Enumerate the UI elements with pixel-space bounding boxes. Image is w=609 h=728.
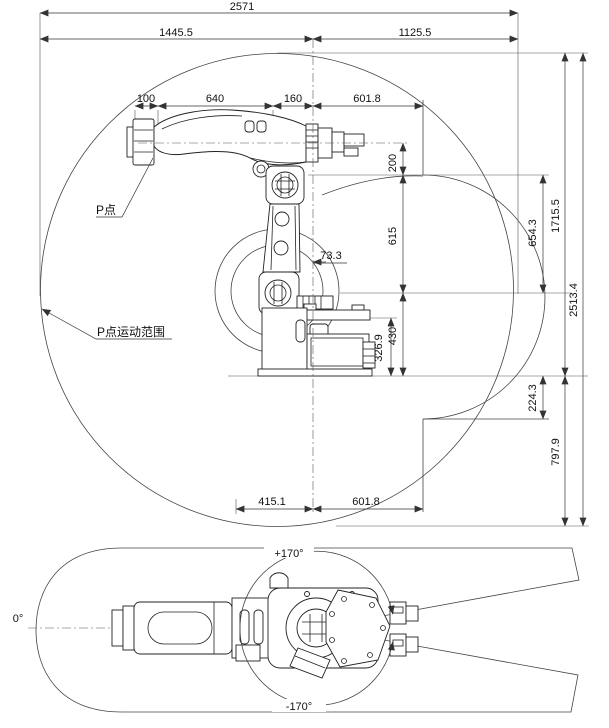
dim-326: 326.9	[373, 334, 385, 362]
wrist-range-arc	[422, 174, 546, 420]
dim-left-reach: 1445.5	[159, 27, 193, 39]
p-point-label: P点	[96, 203, 116, 217]
zero-degree-label: 0°	[13, 613, 24, 625]
dim-430: 430	[387, 327, 399, 345]
dim-415: 415.1	[258, 496, 286, 508]
dim-right-reach: 1125.5	[399, 27, 432, 39]
side-view-robot	[126, 109, 376, 377]
p-range-label: P点运动范围	[97, 325, 165, 339]
p-point-range-circle	[40, 53, 514, 527]
label-mask	[264, 545, 314, 558]
top-view-robot	[111, 572, 419, 679]
dim-224: 224.3	[527, 384, 539, 412]
side-view-reference-lines	[39, 13, 589, 527]
side-view-dimension-lines	[39, 9, 587, 527]
dim-2513: 2513.4	[568, 283, 580, 317]
dim-total-width: 2571	[230, 1, 254, 13]
label-mask	[272, 699, 326, 712]
top-view-envelope	[35, 547, 580, 713]
wrist-range-arc-top	[321, 175, 424, 196]
dim-797: 797.9	[550, 438, 562, 466]
dim-601-top: 601.8	[353, 93, 381, 105]
dimension-texts: 2571 1445.5 1125.5 100 640 160 601.8 73.…	[137, 1, 580, 508]
p-point-leader	[96, 157, 154, 218]
dim-640: 640	[206, 93, 224, 105]
dim-100: 100	[137, 93, 155, 105]
dim-601-bottom: 601.8	[352, 496, 380, 508]
p-range-leader	[41, 308, 172, 340]
dim-200: 200	[387, 154, 399, 172]
dim-1715: 1715.5	[550, 199, 562, 233]
annotation-texts: P点 P点运动范围 +170° -170° 0°	[13, 203, 312, 713]
dim-160: 160	[284, 93, 302, 105]
rotation-range-arc	[239, 550, 395, 706]
plus-170-label: +170°	[274, 548, 303, 560]
dim-73: 73.3	[320, 250, 341, 262]
side-view-leaders	[41, 157, 172, 340]
top-view	[28, 545, 580, 713]
side-view-centerlines	[138, 39, 407, 512]
dim-654: 654.3	[527, 219, 539, 247]
dim-615: 615	[387, 227, 399, 245]
minus-170-label: -170°	[286, 701, 312, 713]
